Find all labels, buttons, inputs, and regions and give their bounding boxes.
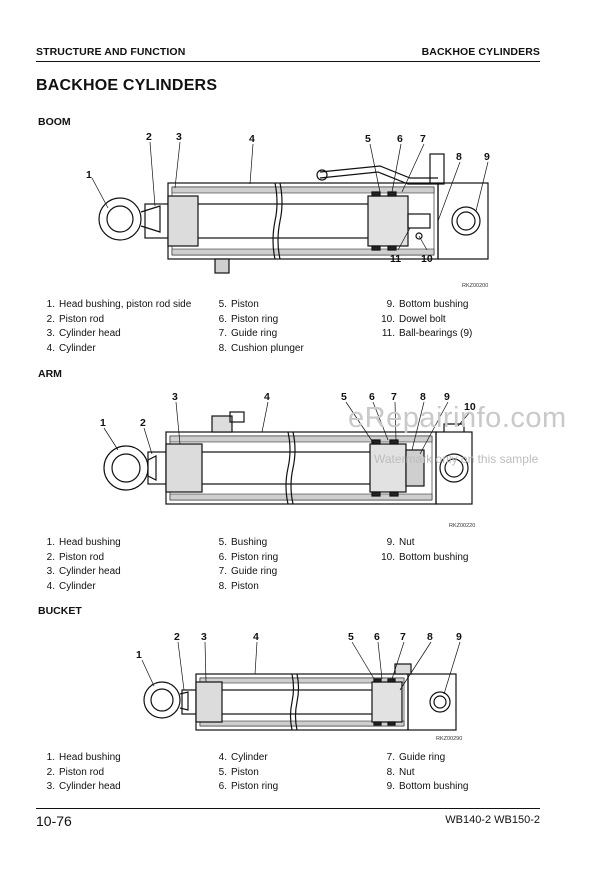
arm-legend-item: 8.Piston <box>218 580 259 592</box>
arm-legend-item: 4.Cylinder <box>46 580 96 592</box>
boom-legend-item: 6.Piston ring <box>218 313 279 325</box>
arm-callout-2: 2 <box>140 417 146 429</box>
bucket-callout-9: 9 <box>456 631 462 643</box>
page-title: BACKHOE CYLINDERS <box>36 77 218 94</box>
bucket-cylinder-diagram: 1 2 3 4 5 6 7 8 9 RKZ00290 <box>0 624 606 748</box>
boom-legend-item: 2.Piston rod <box>46 313 105 325</box>
bucket-callout-2: 2 <box>174 631 180 643</box>
section-label-arm: ARM <box>38 368 62 380</box>
boom-legend-item: 4.Cylinder <box>46 342 96 354</box>
boom-callout-6: 6 <box>397 133 403 145</box>
arm-legend-item: 3.Cylinder head <box>46 566 121 577</box>
boom-callout-4: 4 <box>249 133 255 145</box>
arm-figure-code: RKZ00220 <box>449 523 475 529</box>
bucket-legend-item: 4.Cylinder <box>218 752 268 763</box>
boom-callout-5: 5 <box>365 133 371 145</box>
header-section-title: STRUCTURE AND FUNCTION <box>36 46 186 58</box>
header-rule <box>36 61 540 62</box>
boom-legend-item: 3.Cylinder head <box>46 328 121 339</box>
arm-callout-7: 7 <box>391 391 397 403</box>
boom-legend-item: 10.Dowel bolt <box>381 313 446 325</box>
bucket-legend-item: 8.Nut <box>386 766 415 778</box>
bucket-callout-6: 6 <box>374 631 380 643</box>
arm-legend-item: 5.Bushing <box>218 537 268 548</box>
arm-callout-10: 10 <box>464 401 476 413</box>
arm-callout-6: 6 <box>369 391 375 403</box>
bucket-legend-item: 9.Bottom bushing <box>386 781 469 792</box>
footer-rule <box>36 808 540 809</box>
section-label-bucket: BUCKET <box>38 605 82 617</box>
boom-legend-item: 8.Cushion plunger <box>218 342 304 354</box>
arm-legend-item: 1.Head bushing <box>46 537 121 548</box>
bucket-callout-7: 7 <box>400 631 406 643</box>
boom-callout-2: 2 <box>146 131 152 143</box>
watermark-site: eRepairinfo.com <box>348 402 567 434</box>
boom-legend-item: 5.Piston <box>218 299 259 310</box>
boom-callout-11: 11 <box>390 253 401 265</box>
arm-callout-9: 9 <box>444 391 450 403</box>
bucket-callout-8: 8 <box>427 631 433 643</box>
boom-callout-3: 3 <box>176 131 182 143</box>
boom-legend-item: 1.Head bushing, piston rod side <box>46 299 192 310</box>
bucket-legend-item: 3.Cylinder head <box>46 781 121 792</box>
boom-callout-1: 1 <box>86 169 92 181</box>
boom-legend-item: 11.Ball-bearings (9) <box>381 328 473 339</box>
arm-callout-5: 5 <box>341 391 347 403</box>
boom-legend-item: 7.Guide ring <box>218 328 278 339</box>
bucket-callout-4: 4 <box>253 631 259 643</box>
arm-legend-item: 6.Piston ring <box>218 551 279 563</box>
boom-legend: 1.Head bushing, piston rod side 2.Piston… <box>38 299 558 359</box>
boom-legend-item: 9.Bottom bushing <box>386 299 469 310</box>
arm-legend-item: 10.Bottom bushing <box>381 551 469 563</box>
arm-legend: 1.Head bushing 2.Piston rod 3.Cylinder h… <box>38 537 558 597</box>
arm-callout-4: 4 <box>264 391 270 403</box>
arm-callout-3: 3 <box>172 391 178 403</box>
arm-legend-item: 7.Guide ring <box>218 566 278 577</box>
header-chapter-title: BACKHOE CYLINDERS <box>421 46 540 58</box>
watermark-note: Watermark only on this sample <box>374 452 539 466</box>
arm-legend-item: 9.Nut <box>386 537 415 548</box>
bucket-callout-3: 3 <box>201 631 207 643</box>
arm-callout-8: 8 <box>420 391 426 403</box>
bucket-figure-code: RKZ00290 <box>436 736 462 742</box>
section-label-boom: BOOM <box>38 116 71 128</box>
arm-legend-item: 2.Piston rod <box>46 551 105 563</box>
boom-callout-8: 8 <box>456 151 462 163</box>
model-number: WB140-2 WB150-2 <box>445 814 540 826</box>
bucket-callout-5: 5 <box>348 631 354 643</box>
bucket-callout-1: 1 <box>136 649 142 661</box>
bucket-legend-item: 6.Piston ring <box>218 781 279 792</box>
boom-callout-9: 9 <box>484 151 490 163</box>
boom-figure-code: RKZ00200 <box>462 283 488 289</box>
bucket-legend-item: 1.Head bushing <box>46 752 121 763</box>
page-number: 10-76 <box>36 813 72 829</box>
arm-callout-1: 1 <box>100 417 106 429</box>
bucket-legend-item: 5.Piston <box>218 766 259 778</box>
bucket-legend: 1.Head bushing 2.Piston rod 3.Cylinder h… <box>38 752 558 798</box>
boom-callout-7: 7 <box>420 133 426 145</box>
boom-cylinder-diagram: 1 2 3 4 5 6 7 8 9 10 11 RKZ00200 <box>0 126 606 294</box>
bucket-legend-item: 2.Piston rod <box>46 766 105 778</box>
bucket-legend-item: 7.Guide ring <box>386 752 446 763</box>
arm-cylinder-diagram: 1 2 3 4 5 6 7 8 9 10 RKZ00220 <box>0 384 606 532</box>
boom-callout-10: 10 <box>421 253 433 265</box>
